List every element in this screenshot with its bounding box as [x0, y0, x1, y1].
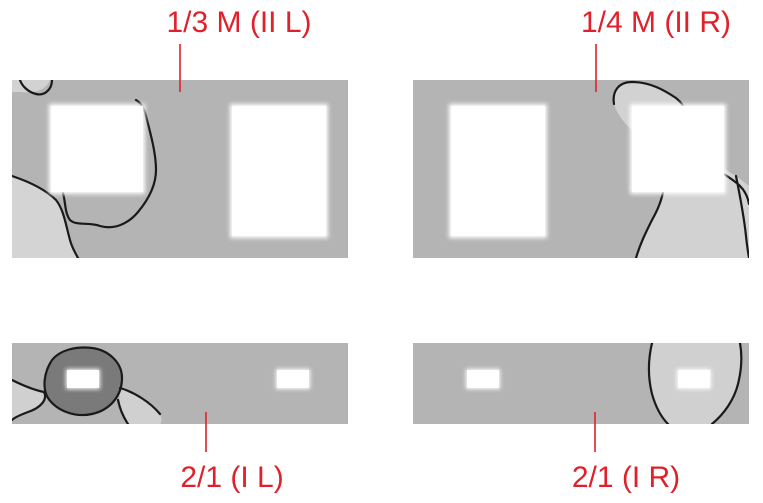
label-top-left: 1/3 M (II L): [166, 6, 311, 39]
window-bottom-right-1: [467, 370, 499, 388]
label-top-right: 1/4 M (II R): [581, 6, 731, 39]
outline-dark-blob: [43, 346, 124, 417]
light-region-bottom-left: [12, 380, 46, 420]
outline-bottom-right-left: [647, 343, 670, 424]
panel-top-left: [12, 80, 348, 258]
label-bottom-right: 2/1 (I R): [572, 461, 680, 494]
outline-left-region: [12, 174, 80, 258]
outline-bottom-left-edge: [12, 378, 47, 422]
window-rect-top-right: [451, 106, 545, 236]
window-bottom-right-2: [678, 370, 710, 388]
light-region-bottom-left-2: [119, 388, 162, 424]
window-bottom-left-1: [67, 370, 99, 388]
outline-top-left-corner: [18, 80, 54, 96]
panel-top-right: [413, 80, 749, 258]
outline-bottom-right-right: [710, 343, 743, 424]
label-bottom-left: 2/1 (I L): [180, 461, 283, 494]
light-region-left-edge: [12, 176, 78, 258]
outline-bottom-left-right: [118, 386, 162, 416]
outline-center-blob: [60, 98, 158, 229]
window-square-top-left: [51, 106, 143, 192]
window-square-top-right: [632, 106, 724, 192]
window-bottom-left-2: [277, 370, 309, 388]
outline-bottom-left-right-2: [116, 398, 130, 424]
panel-bottom-right: [413, 343, 749, 424]
outline-right-tail: [734, 174, 749, 258]
panel-bottom-left: [12, 343, 348, 424]
window-rect-top-left: [232, 106, 326, 236]
